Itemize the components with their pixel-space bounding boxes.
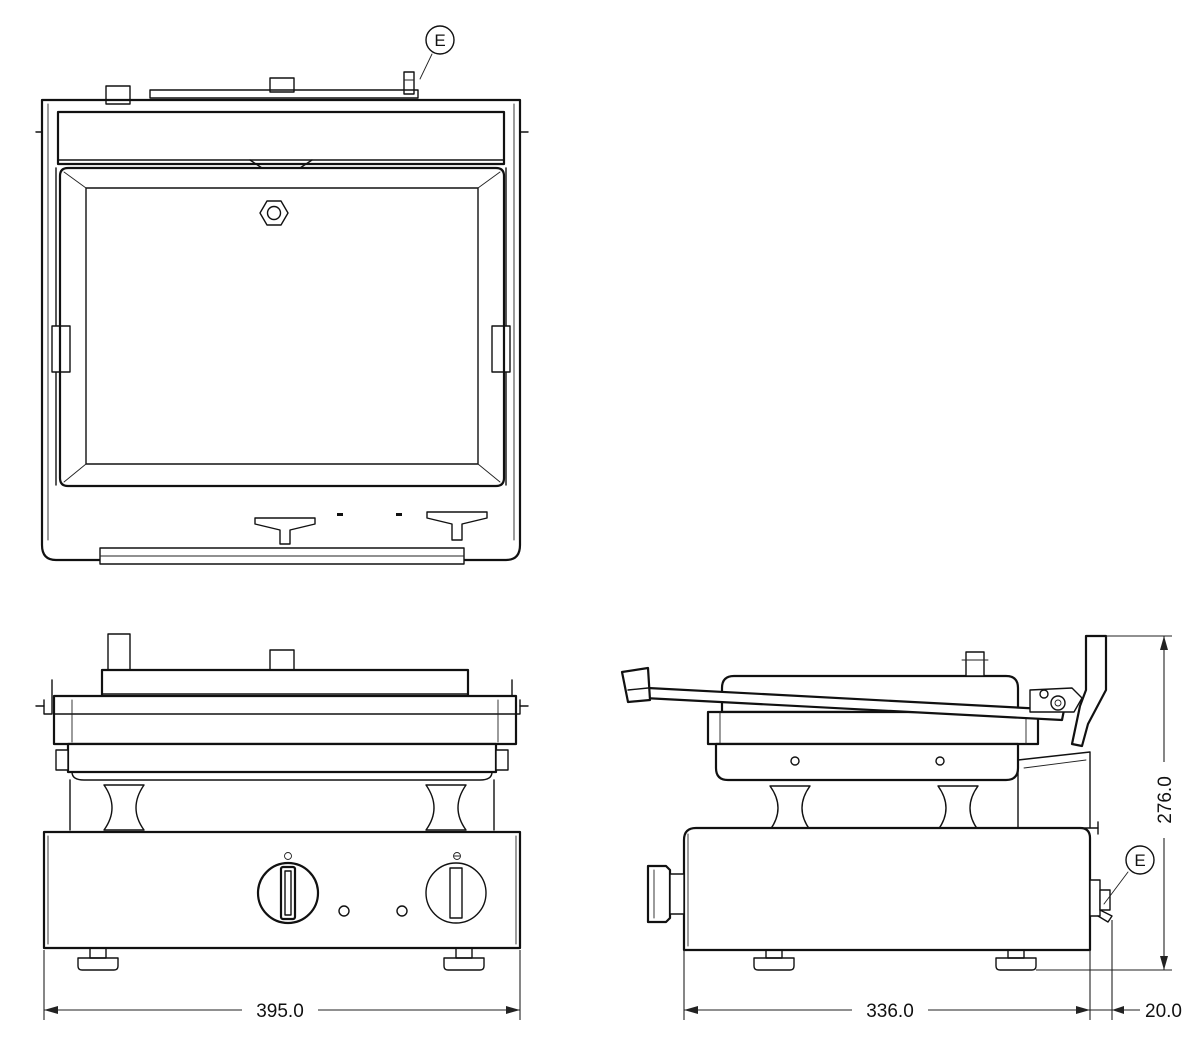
- side-hinge-block: [1029, 687, 1083, 713]
- side-view: E: [620, 634, 1155, 971]
- front-hinge-post-mid: [269, 649, 295, 671]
- front-foot-left: [77, 957, 119, 971]
- front-pillar-left: [103, 784, 145, 831]
- side-top-stud: [965, 651, 985, 677]
- side-handle-grip: [620, 666, 652, 704]
- dimension-side-depth: 336.0: [683, 920, 1113, 1022]
- top-view: E: [35, 25, 529, 565]
- side-callout-circle: [1125, 845, 1155, 875]
- top-callout-leader: [419, 53, 433, 80]
- top-plate-outer: [58, 166, 506, 488]
- dim-side-height-label: 276.0: [1155, 776, 1176, 824]
- side-rear-switch: [1089, 879, 1101, 917]
- top-outer-frame: [40, 98, 522, 562]
- top-callout-label: E: [434, 31, 445, 50]
- side-knob: [646, 864, 672, 924]
- top-back-stud-mid: [269, 77, 295, 93]
- front-pillar-right: [425, 784, 467, 831]
- dimension-front-width: 395.0: [43, 950, 521, 1022]
- top-nut: [259, 200, 289, 226]
- front-lamp-left: [338, 905, 350, 917]
- front-knob-left: [256, 861, 320, 925]
- side-pillar-right: [937, 785, 979, 831]
- top-plate-inner: [85, 187, 479, 465]
- side-pillar-left: [769, 785, 811, 831]
- front-foot-right: [443, 957, 485, 971]
- front-hinge-post-left: [107, 633, 131, 671]
- top-side-clip-right: [491, 325, 511, 373]
- front-view: [35, 633, 529, 971]
- top-callout-circle: [425, 25, 455, 55]
- side-foot-left: [753, 957, 795, 971]
- side-support-wedge: [1017, 751, 1091, 829]
- dim-side-depth-label: 336.0: [866, 1001, 914, 1022]
- top-back-strip: [149, 89, 419, 99]
- side-foot-right: [995, 957, 1037, 971]
- side-base-housing: [682, 826, 1092, 952]
- top-back-switch: [403, 71, 415, 95]
- side-hinge-bracket: [1070, 634, 1108, 748]
- front-top-plate: [52, 694, 518, 746]
- dimension-side-offset: 20.0: [1090, 1001, 1182, 1022]
- top-lid-bar: [56, 110, 506, 166]
- side-callout-leader: [1103, 871, 1129, 905]
- side-callout-label: E: [1134, 851, 1145, 870]
- front-lamp-right: [396, 905, 408, 917]
- side-lower-plate: [714, 742, 1020, 782]
- front-bottom-plate: [66, 742, 498, 774]
- front-knob-right: [425, 862, 487, 924]
- top-knob-right: [426, 511, 488, 541]
- dimension-side-height: 276.0: [1036, 635, 1178, 971]
- top-back-stud-left: [105, 85, 131, 105]
- top-knob-left: [254, 517, 316, 545]
- dim-side-offset-label: 20.0: [1145, 1001, 1182, 1022]
- dim-front-width-label: 395.0: [256, 1001, 304, 1022]
